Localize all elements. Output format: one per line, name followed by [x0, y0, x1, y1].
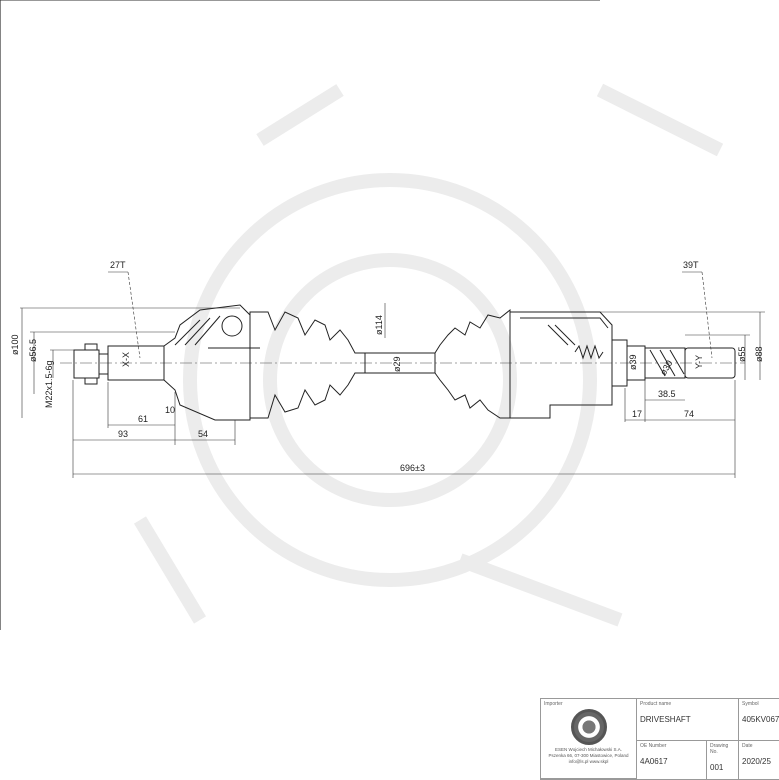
dim-d88: ø88	[754, 346, 764, 362]
oe-number-label: OE Number	[640, 743, 667, 749]
section-left-label: X-X	[121, 352, 131, 367]
drawing-no: 001	[710, 763, 724, 772]
importer-line-2: Pszenka 66, 07-300 Miastowice, Poland	[548, 753, 629, 758]
oe-number: 4A0617	[640, 757, 668, 766]
date-label: Date	[742, 743, 753, 749]
symbol-cell: Symbol 405KV067	[739, 699, 779, 741]
housing-hatch	[174, 315, 221, 346]
dim-54: 54	[198, 429, 208, 439]
drawing-no-cell: Drawing No. 001	[707, 741, 739, 779]
dim-17: 17	[632, 409, 642, 419]
dim-thread: M22x1.5-6g	[44, 360, 54, 408]
dim-total-length: 696±3	[400, 463, 425, 473]
dim-d39: ø39	[628, 354, 638, 370]
dim-74: 74	[684, 409, 694, 419]
date: 2020/25	[742, 757, 771, 766]
oe-number-cell: OE Number 4A0617	[637, 741, 707, 779]
inner-cv-housing	[509, 311, 613, 419]
outer-stub-nut	[73, 343, 109, 385]
dim-38-5: 38.5	[658, 389, 676, 399]
title-block: Importer ESEN Wojciech Michałowski S.A. …	[540, 698, 779, 780]
dimension-lines	[20, 271, 765, 478]
product-name-label: Product name	[640, 701, 672, 707]
inner-housing-hatch	[520, 317, 609, 346]
dim-d56-5: ø56.5	[28, 339, 38, 362]
teeth-count-right: 39T	[683, 260, 699, 270]
dim-d29: ø29	[392, 356, 402, 372]
dim-d30: ø30	[658, 359, 674, 377]
dim-d100: ø100	[10, 334, 20, 355]
teeth-count-left: 27T	[110, 260, 126, 270]
ball	[221, 315, 243, 337]
dim-d55: ø55	[737, 346, 747, 362]
date-cell: Date 2020/25	[739, 741, 779, 779]
dim-93: 93	[118, 429, 128, 439]
importer-line-1: ESEN Wojciech Michałowski S.A.	[555, 747, 622, 752]
spring	[574, 344, 604, 360]
symbol-label: Symbol	[742, 701, 759, 707]
inner-spline	[684, 347, 736, 379]
dim-d114: ø114	[374, 315, 384, 335]
section-right-label: Y-Y	[694, 355, 704, 369]
product-name-cell: Product name DRIVESHAFT	[637, 699, 739, 741]
product-name: DRIVESHAFT	[640, 715, 691, 724]
watermark-logo	[133, 83, 724, 627]
drawing-no-label: Drawing No.	[710, 743, 729, 755]
importer-label: Importer	[544, 701, 563, 707]
spline-teeth	[649, 349, 685, 377]
dim-61: 61	[138, 414, 148, 424]
outer-cv-housing	[163, 304, 251, 421]
importer-logo	[570, 709, 607, 745]
importer-line-3: info@ls.pl www.skpl	[568, 759, 609, 764]
importer-cell: Importer ESEN Wojciech Michałowski S.A. …	[541, 699, 637, 779]
dim-10: 10	[165, 405, 175, 415]
symbol: 405KV067	[742, 715, 779, 724]
